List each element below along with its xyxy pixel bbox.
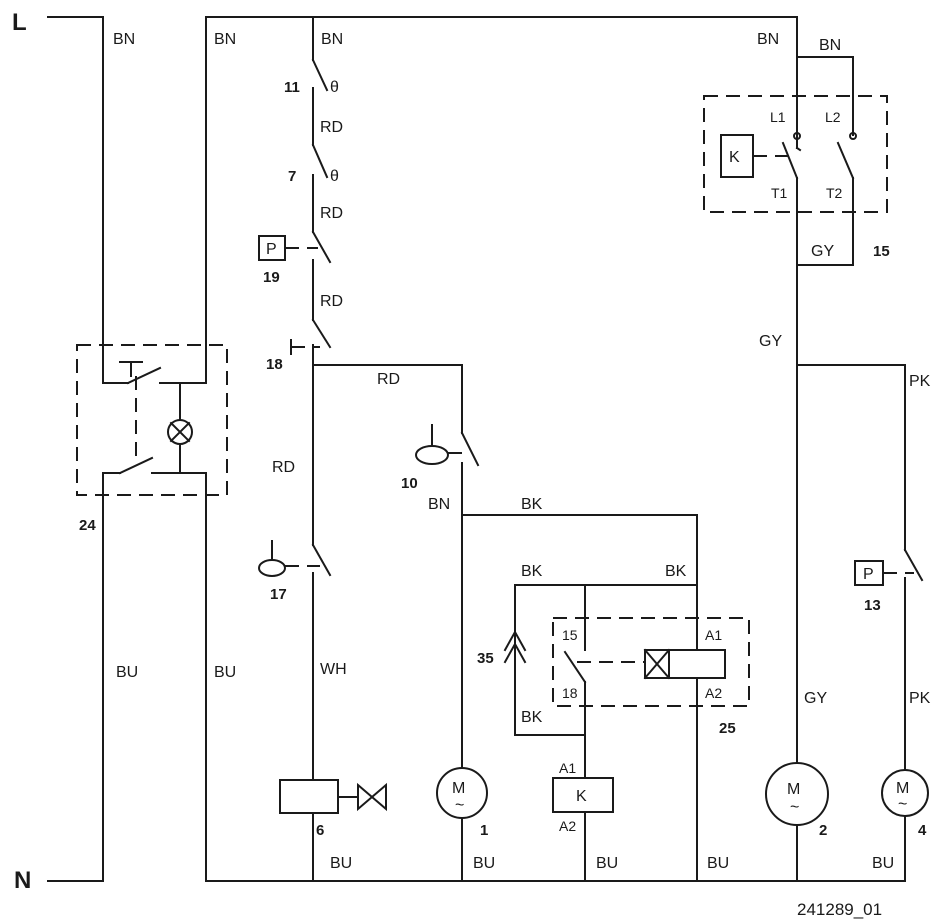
pressure-19-symbol: P [266, 241, 277, 258]
component-number: 24 [79, 517, 96, 534]
branch-10 [312, 364, 698, 882]
component-number: 25 [719, 720, 736, 737]
float-switch-17 [258, 540, 320, 577]
terminal-label: 15 [562, 627, 578, 643]
wire-label: BU [116, 664, 138, 681]
component-number: 1 [480, 822, 488, 839]
wire-label: BN [428, 496, 450, 513]
motor-protector-15-box [703, 95, 888, 213]
terminal-label: T1 [771, 185, 788, 201]
component-number: 10 [401, 475, 418, 492]
relay-k-coil [552, 777, 614, 813]
motor-2-icon [765, 762, 829, 826]
component-number: 19 [263, 269, 280, 286]
valve-6-icon [357, 782, 374, 812]
wire-label: BK [665, 563, 687, 580]
thermal-7-symbol: θ [330, 168, 339, 185]
terminal-label: A1 [559, 760, 576, 776]
wire-label: GY [759, 333, 782, 350]
wire-label: GY [804, 690, 827, 707]
wire-label: BN [321, 31, 343, 48]
terminal-label: A2 [705, 685, 722, 701]
solenoid-valve-6 [279, 779, 387, 814]
svg-text:M: M [896, 780, 909, 797]
branch-motor-2 [781, 16, 924, 882]
rail-l-label: L [12, 9, 27, 36]
float-17-icon [258, 559, 286, 577]
component-number: 13 [864, 597, 881, 614]
component-number: 6 [316, 822, 324, 839]
motor-protector-k-symbol: K [729, 149, 740, 166]
svg-text:~: ~ [790, 799, 799, 816]
float-10-icon [415, 445, 449, 465]
component-number: 17 [270, 586, 287, 603]
push-button-18 [290, 339, 320, 355]
wire-label: RD [377, 371, 400, 388]
wire-label: BU [214, 664, 236, 681]
thermal-fuse-35 [503, 629, 527, 664]
relay-k-symbol: K [576, 788, 587, 805]
wire-label: BU [473, 855, 495, 872]
wire-label: RD [320, 205, 343, 222]
pressure-switch-19-box [258, 235, 286, 261]
component-number: 35 [477, 650, 494, 667]
component-number: 18 [266, 356, 283, 373]
svg-text:~: ~ [898, 796, 907, 813]
component-number: 7 [288, 168, 296, 185]
wire-label: BN [214, 31, 236, 48]
wire-label: BN [757, 31, 779, 48]
terminal-label: T2 [826, 185, 843, 201]
terminal-label: A1 [705, 627, 722, 643]
wire-label: RD [272, 459, 295, 476]
terminal-label: 18 [562, 685, 578, 701]
wire-label: WH [320, 661, 347, 678]
wire-label: PK [909, 373, 931, 390]
terminal-label: L2 [825, 109, 841, 125]
branch-25 [514, 584, 698, 882]
wire-label: BK [521, 563, 543, 580]
motor-4-icon [881, 769, 929, 817]
component-number: 2 [819, 822, 827, 839]
wire-label: BK [521, 496, 543, 513]
wire-label: BN [113, 31, 135, 48]
wire-label: RD [320, 119, 343, 136]
thermal-11-symbol: θ [330, 79, 339, 96]
float-switch-10 [415, 424, 470, 465]
component-number: 4 [918, 822, 927, 839]
wire-label: BU [596, 855, 618, 872]
svg-text:~: ~ [455, 797, 464, 814]
solenoid-6-coil [279, 779, 339, 814]
terminal-label: A2 [559, 818, 576, 834]
branch-l-left [102, 16, 798, 882]
component-24-switch-lamp [76, 344, 228, 882]
pressure-13-symbol: P [863, 566, 874, 583]
rail-n-label: N [14, 867, 31, 894]
wire-label: RD [320, 293, 343, 310]
wire-label: BU [707, 855, 729, 872]
motor-1-icon [436, 767, 488, 819]
motor-1: M ~ [436, 767, 488, 819]
wire-label: BK [521, 709, 543, 726]
timer-relay-25-box [552, 617, 750, 707]
component-number: 11 [284, 79, 300, 96]
wire-label: GY [811, 243, 834, 260]
drawing-number: 241289_01 [797, 900, 882, 919]
safety-chain [311, 16, 332, 882]
motor-4: M ~ [881, 769, 929, 817]
component-number: 15 [873, 243, 890, 260]
terminal-label: L1 [770, 109, 786, 125]
wire-label: PK [909, 690, 931, 707]
motor-2: M ~ [765, 762, 829, 826]
svg-text:M: M [452, 780, 465, 797]
wire-label: BU [330, 855, 352, 872]
svg-text:M: M [787, 781, 800, 798]
wire-label: BU [872, 855, 894, 872]
wire-label: BN [819, 37, 841, 54]
